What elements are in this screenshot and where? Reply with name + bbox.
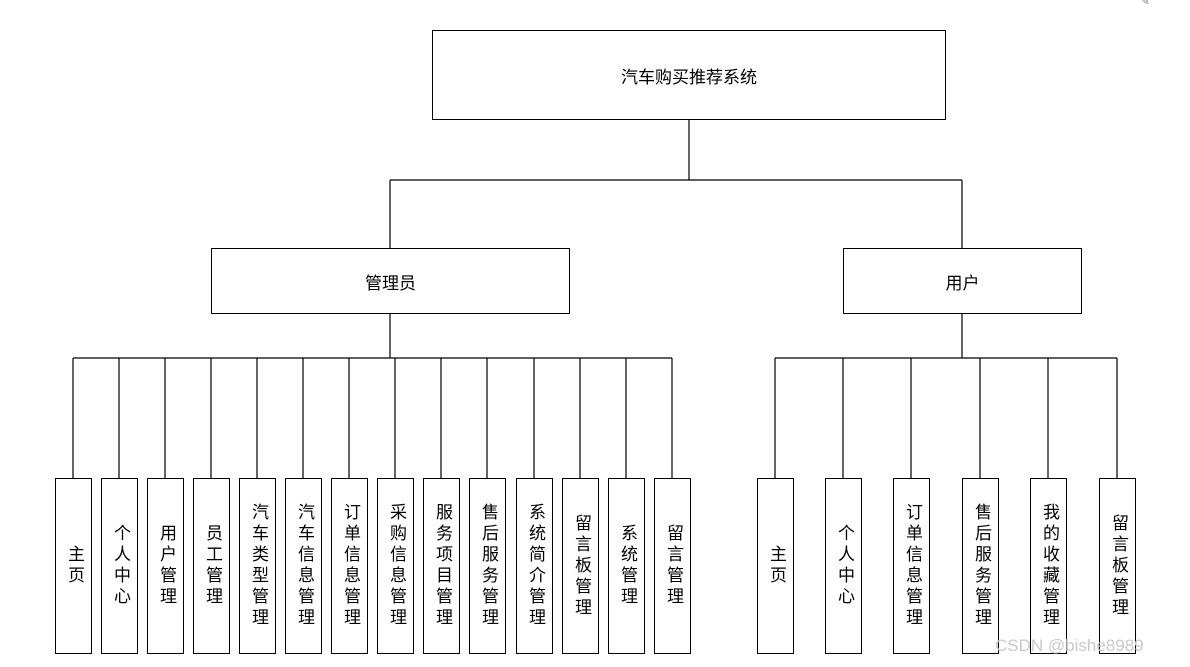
- csdn-watermark: CSDN @bishe8989: [995, 636, 1144, 655]
- user-leaf-label: 个人中心: [834, 524, 854, 608]
- admin-leaf-label: 售后服务管理: [478, 503, 498, 629]
- admin-leaf-label: 系统管理: [617, 524, 637, 608]
- admin-leaf: 留言板管理: [562, 478, 599, 654]
- admin-leaf-label: 留言管理: [663, 524, 683, 608]
- user-leaf: 售后服务管理: [962, 478, 999, 654]
- user-leaf-label: 留言板管理: [1108, 513, 1128, 619]
- admin-leaf-label: 汽车类型管理: [248, 503, 268, 629]
- admin-leaf: 汽车类型管理: [239, 478, 276, 654]
- admin-leaf: 系统简介管理: [516, 478, 553, 654]
- admin-node: 管理员: [211, 248, 570, 314]
- root-label: 汽车购买推荐系统: [621, 67, 757, 88]
- admin-leaf-label: 订单信息管理: [340, 503, 360, 629]
- admin-leaf-label: 用户管理: [156, 524, 176, 608]
- admin-leaf-label: 员工管理: [202, 524, 222, 608]
- admin-leaf-label: 服务项目管理: [432, 503, 452, 629]
- admin-leaf: 订单信息管理: [331, 478, 368, 654]
- admin-leaf-label: 主页: [64, 545, 84, 587]
- admin-leaf-label: 采购信息管理: [386, 503, 406, 629]
- user-leaf: 个人中心: [825, 478, 862, 654]
- admin-leaf: 采购信息管理: [377, 478, 414, 654]
- user-leaf-label: 主页: [766, 545, 786, 587]
- admin-leaf: 个人中心: [101, 478, 138, 654]
- user-leaf: 订单信息管理: [893, 478, 930, 654]
- user-leaf-label: 售后服务管理: [971, 503, 991, 629]
- user-leaf-label: 订单信息管理: [902, 503, 922, 629]
- user-leaf: 主页: [757, 478, 794, 654]
- admin-leaf-label: 系统简介管理: [525, 503, 545, 629]
- user-leaf-label: 我的收藏管理: [1039, 503, 1059, 629]
- admin-leaf: 员工管理: [193, 478, 230, 654]
- admin-leaf-label: 留言板管理: [571, 513, 591, 619]
- admin-label: 管理员: [365, 273, 416, 294]
- admin-leaf: 服务项目管理: [423, 478, 460, 654]
- corner-mark-icon: ✎: [1140, 0, 1151, 8]
- admin-leaf: 用户管理: [147, 478, 184, 654]
- admin-leaf-label: 汽车信息管理: [294, 503, 314, 629]
- admin-leaf: 主页: [55, 478, 92, 654]
- admin-leaf: 留言管理: [654, 478, 691, 654]
- root-node: 汽车购买推荐系统: [432, 30, 946, 120]
- admin-leaf: 系统管理: [608, 478, 645, 654]
- user-label: 用户: [945, 273, 980, 294]
- user-node: 用户: [843, 248, 1082, 314]
- admin-leaf-label: 个人中心: [110, 524, 130, 608]
- user-leaf: 留言板管理: [1099, 478, 1136, 654]
- admin-leaf: 汽车信息管理: [285, 478, 322, 654]
- user-leaf: 我的收藏管理: [1030, 478, 1067, 654]
- admin-leaf: 售后服务管理: [469, 478, 506, 654]
